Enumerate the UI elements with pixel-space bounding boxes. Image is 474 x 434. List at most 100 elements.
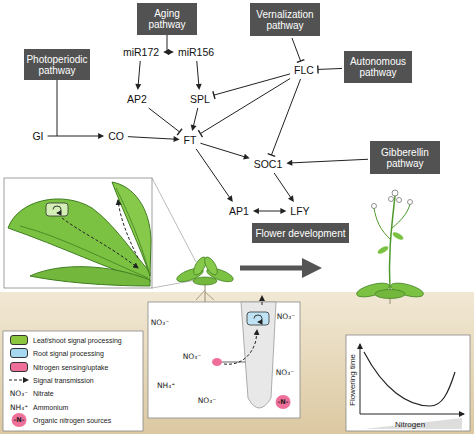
pathway-box: Flower development: [252, 223, 349, 243]
node-text: Vernalization pathway: [253, 9, 317, 31]
node-text: Aging pathway: [140, 8, 194, 30]
node-text: FLC: [294, 64, 314, 76]
ion-label: NO₃⁻: [151, 318, 169, 327]
gene-label: AP1: [227, 204, 251, 218]
axis-label: Nitrogen: [395, 420, 425, 429]
ion-label: NO₃⁻: [183, 352, 201, 361]
inhibition-bar: [297, 60, 304, 63]
legend-swatch: [10, 362, 28, 372]
inhibition-bar: [177, 129, 182, 135]
connector-line: [196, 149, 230, 198]
connector: [48, 133, 105, 139]
ion-label: NH₄⁺: [157, 381, 175, 390]
organic-n-symbol: -N-: [276, 395, 291, 409]
node-text: Flower development: [255, 228, 345, 239]
pathway-box: Photoperiodic pathway: [24, 49, 90, 80]
legend-text: Signal transmission: [33, 376, 94, 383]
connector-line: [292, 38, 301, 61]
connector-line: [291, 159, 368, 163]
arrow-head: [227, 195, 233, 202]
flowering-plant: [355, 190, 425, 304]
gene-label: CO: [106, 129, 126, 143]
gene-label: AP2: [125, 92, 149, 106]
arrow-head: [286, 160, 292, 166]
node-text: SPL: [190, 93, 210, 105]
legend-text: Nitrate: [33, 390, 54, 397]
arrow-head: [253, 208, 259, 214]
arrow-head: [98, 133, 104, 139]
connector: [200, 143, 249, 159]
inhibition-bar: [268, 154, 275, 157]
axis-label: Flowering time: [348, 354, 357, 406]
organic-n-symbol: -N-: [12, 413, 27, 427]
ion-label: NO₃⁻: [277, 312, 295, 321]
gene-label: miR156: [176, 45, 216, 59]
gene-label: FLC: [292, 63, 316, 77]
growth-arrow: [240, 266, 312, 271]
node-text: Autonomous pathway: [347, 56, 409, 78]
ion-label: NO₃⁻: [198, 396, 216, 405]
inhibition-bar: [198, 130, 202, 137]
connector: [268, 79, 301, 156]
connector: [191, 108, 198, 131]
connector: [253, 208, 286, 214]
connector-line: [128, 137, 175, 140]
leaf-zoom: [4, 178, 196, 288]
rosette-plant: [175, 255, 235, 302]
aging-line: [167, 35, 168, 52]
ion-label: NO₃⁻: [276, 368, 294, 377]
node-text: Photoperiodic pathway: [26, 54, 87, 76]
connector: [196, 61, 202, 90]
connector-line: [149, 108, 180, 132]
connector-line: [48, 136, 100, 137]
legend-text: Ammonium: [33, 403, 68, 410]
legend-box: [3, 331, 143, 431]
node-text: Gibberellin pathway: [373, 147, 437, 169]
connector-line: [258, 211, 281, 212]
legend-text: Organic nitrogen sources: [33, 416, 111, 423]
gene-label: LFY: [288, 204, 311, 218]
pathway-box: Autonomous pathway: [344, 51, 412, 83]
connector-line: [197, 61, 199, 85]
node-text: miR172: [123, 46, 159, 58]
legend-text: Nitrogen sensing/uptake: [33, 363, 109, 370]
gene-label: FT: [182, 133, 199, 147]
connector: [196, 149, 233, 202]
dash-line: [9, 379, 24, 380]
gene-label: GI: [30, 129, 45, 143]
gene-label: SOC1: [252, 157, 285, 171]
ion-label: NH₄⁺: [10, 402, 28, 411]
arrow-head: [196, 84, 202, 90]
legend-text: Leaf/shoot signal processing: [33, 337, 122, 344]
connector-line: [200, 79, 290, 134]
node-text: SOC1: [254, 158, 283, 170]
inhibition-bar: [317, 65, 319, 73]
dash-head: [23, 377, 29, 383]
connector-line: [138, 61, 140, 85]
arrow-head: [163, 49, 169, 55]
legend-text: Root signal processing: [33, 350, 104, 357]
gene-label: SPL: [188, 92, 212, 106]
connector: [149, 108, 182, 135]
pathway-box: Vernalization pathway: [250, 3, 320, 36]
inhibition-bar: [213, 91, 215, 99]
connector-line: [200, 143, 245, 157]
root-zoom: [148, 296, 300, 418]
gene-label: miR172: [121, 45, 161, 59]
arrow-head: [288, 195, 294, 202]
connector: [163, 49, 174, 55]
connector: [318, 65, 342, 73]
node-text: GI: [32, 130, 43, 142]
node-text: LFY: [290, 205, 309, 217]
photoperiod-line: [57, 80, 58, 136]
connector: [274, 173, 294, 202]
connector-line: [274, 173, 291, 198]
connector-line: [214, 74, 290, 95]
connector-line: [271, 79, 300, 155]
connector: [213, 74, 290, 99]
soil-band: [0, 292, 474, 434]
arrow-head: [280, 208, 286, 214]
connector-line: [318, 68, 342, 70]
node-text: miR156: [178, 46, 214, 58]
